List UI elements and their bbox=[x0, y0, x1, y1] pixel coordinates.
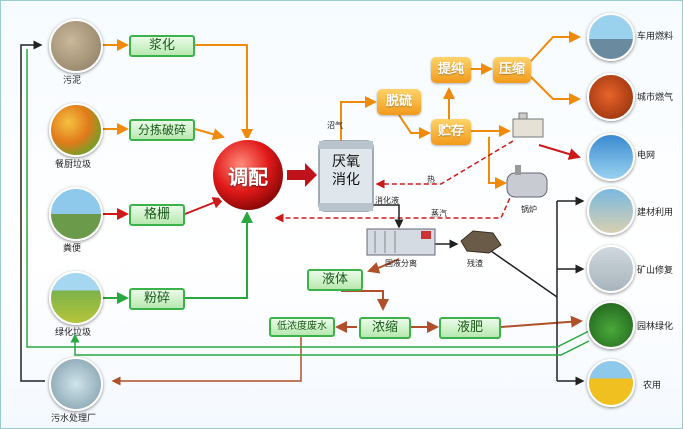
arrow-grille-blend bbox=[184, 197, 225, 215]
digester-tank bbox=[318, 140, 374, 212]
biogas-label: 沼气 bbox=[327, 121, 343, 130]
digestate-label: 消化液 bbox=[375, 196, 399, 205]
arrow-compress-citygas bbox=[530, 76, 581, 105]
arrow-compress-vehicle bbox=[530, 31, 581, 62]
kitchen-waste-thumb bbox=[49, 103, 103, 157]
arrow-digester-desulfurize bbox=[340, 96, 377, 141]
arrow-blend-digester bbox=[287, 163, 317, 187]
landscaping-thumb bbox=[587, 301, 635, 349]
blend-label: 调配 bbox=[228, 165, 268, 189]
concentrate-box: 浓缩 bbox=[359, 317, 411, 339]
generator-icon bbox=[512, 112, 544, 138]
building-materials-label: 建材利用 bbox=[637, 208, 674, 218]
arrow-fertilizer-landscaping bbox=[500, 315, 583, 328]
kitchen-waste-label: 餐厨垃圾 bbox=[55, 160, 92, 170]
digester-line2: 消化 bbox=[332, 172, 360, 188]
arrow-liquid-concentrate bbox=[341, 290, 389, 311]
purify-box: 提纯 bbox=[431, 57, 471, 83]
arrow-heat-back bbox=[375, 140, 514, 189]
blend-ball bbox=[211, 138, 285, 212]
arrow-lowconc-sewage bbox=[111, 337, 302, 386]
steam-label: 蒸汽 bbox=[431, 209, 447, 218]
desulfurize-box: 脱硫 bbox=[377, 89, 421, 115]
sort-crush-box: 分拣破碎 bbox=[129, 119, 195, 141]
store-box: 贮存 bbox=[431, 119, 471, 145]
heat-label: 热 bbox=[427, 175, 435, 184]
liquid-fertilizer-box: 液肥 bbox=[439, 317, 501, 339]
residue-rock-icon bbox=[460, 230, 502, 254]
arrow-sort-blend bbox=[194, 128, 225, 141]
arrow-slurry-blend bbox=[195, 44, 253, 141]
green-return-2 bbox=[70, 333, 590, 356]
mine-restoration-label: 矿山修复 bbox=[637, 266, 674, 276]
boiler-icon bbox=[506, 165, 548, 198]
boiler-label: 锅炉 bbox=[521, 205, 537, 214]
feces-thumb bbox=[49, 187, 103, 241]
sewage-plant-label: 污水处理厂 bbox=[51, 414, 97, 424]
separation-label: 固液分离 bbox=[385, 259, 417, 268]
green-return-1 bbox=[26, 49, 590, 348]
building-materials-thumb bbox=[587, 187, 635, 235]
arrow-sewage-sludge bbox=[20, 40, 45, 382]
city-gas-label: 城市燃气 bbox=[637, 93, 674, 103]
liquid-box: 液体 bbox=[307, 269, 363, 291]
digester-line1: 厌氧 bbox=[332, 154, 360, 170]
green-waste-thumb bbox=[49, 271, 103, 325]
vehicle-fuel-label: 车用燃料 bbox=[637, 32, 674, 42]
grille-box: 格栅 bbox=[129, 204, 185, 226]
arrow-desulfurize-store bbox=[398, 114, 431, 139]
sewage-plant-thumb bbox=[49, 357, 103, 411]
low-conc-wastewater-box: 低浓度废水 bbox=[269, 317, 335, 337]
residue-label: 残渣 bbox=[467, 259, 483, 268]
feces-label: 粪便 bbox=[63, 244, 82, 254]
sludge-thumb bbox=[49, 19, 103, 73]
sludge-label: 污泥 bbox=[63, 76, 82, 86]
residue-line bbox=[490, 250, 558, 298]
landscaping-label: 园林绿化 bbox=[637, 322, 674, 332]
power-grid-thumb bbox=[587, 133, 635, 181]
digester-label: 厌氧 消化 bbox=[319, 153, 373, 189]
arrow-shred-blend bbox=[185, 211, 253, 299]
shred-box: 粉碎 bbox=[129, 288, 185, 310]
arrow-store-boiler bbox=[488, 137, 507, 189]
vehicle-fuel-thumb bbox=[587, 13, 635, 61]
separator-icon bbox=[366, 228, 436, 256]
green-waste-label: 绿化垃圾 bbox=[55, 328, 92, 338]
city-gas-thumb bbox=[587, 73, 635, 121]
slurry-box: 浆化 bbox=[129, 35, 195, 57]
compress-box: 压缩 bbox=[493, 57, 531, 83]
agriculture-thumb bbox=[587, 359, 635, 407]
agriculture-label: 农用 bbox=[643, 381, 662, 391]
mine-restoration-thumb bbox=[587, 245, 635, 293]
arrow-steam-back bbox=[274, 190, 514, 223]
arrow-generator-grid bbox=[538, 144, 581, 160]
power-grid-label: 电网 bbox=[637, 151, 656, 161]
arrow-separation-liquid bbox=[367, 258, 400, 274]
